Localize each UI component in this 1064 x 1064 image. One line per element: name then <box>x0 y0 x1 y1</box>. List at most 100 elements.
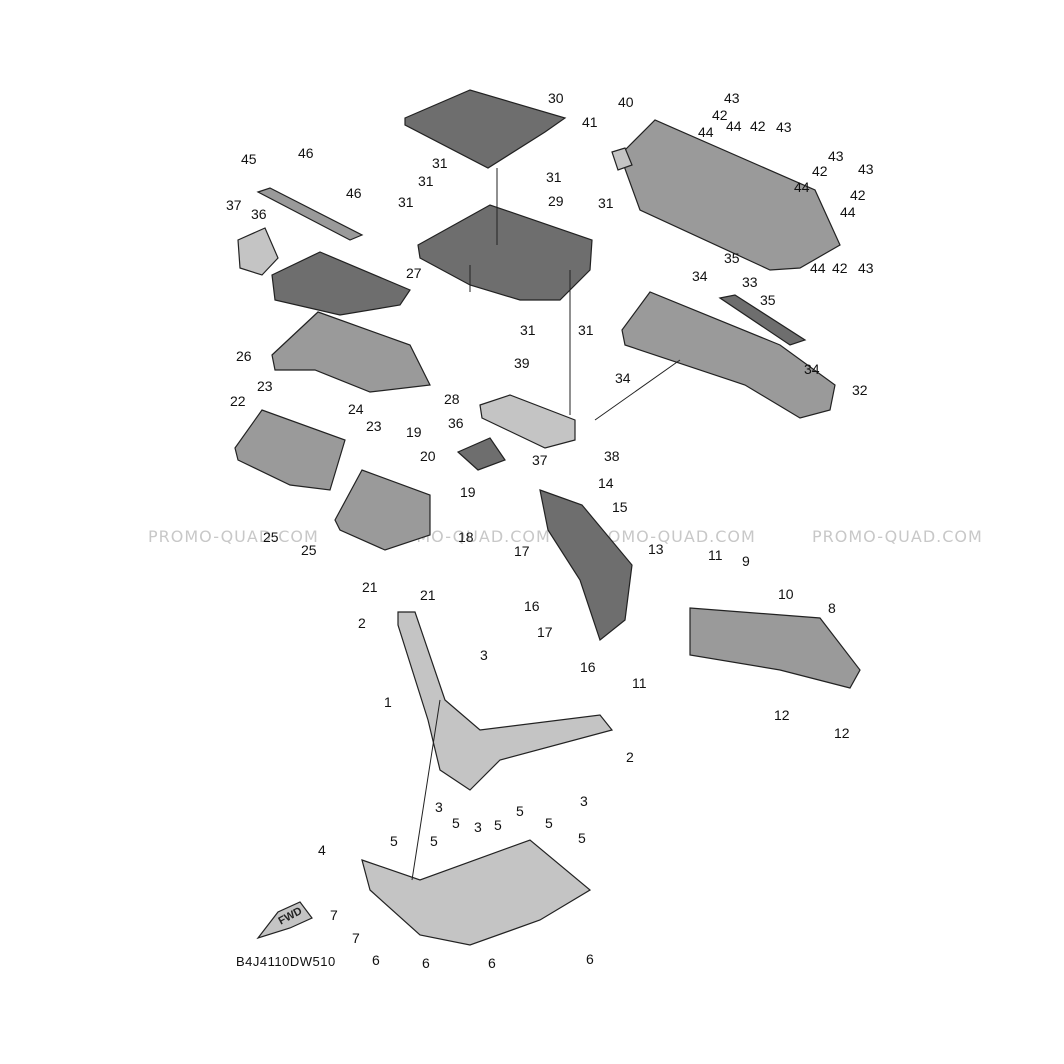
callout-7a: 7 <box>330 907 338 923</box>
part-27-panel <box>271 251 411 316</box>
callout-31c: 31 <box>398 194 414 210</box>
callout-16b: 16 <box>580 659 596 675</box>
callout-31g: 31 <box>578 322 594 338</box>
callout-44b: 44 <box>726 118 742 134</box>
callout-38: 38 <box>604 448 620 464</box>
callout-20: 20 <box>420 448 436 464</box>
fwd-arrow-icon: FWD <box>256 901 313 940</box>
callout-42d: 42 <box>850 187 866 203</box>
leader-1-4 <box>411 699 441 881</box>
callout-42c: 42 <box>812 163 828 179</box>
callout-31f: 31 <box>520 322 536 338</box>
part-41-strip <box>611 147 633 171</box>
callout-35b: 35 <box>760 292 776 308</box>
callout-17a: 17 <box>514 543 530 559</box>
callout-45: 45 <box>241 151 257 167</box>
callout-10: 10 <box>778 586 794 602</box>
callout-22: 22 <box>230 393 246 409</box>
callout-6d: 6 <box>586 951 594 967</box>
callout-layer: 1 2 2 3 3 3 3 4 5 5 5 5 5 5 5 6 6 6 6 7 … <box>226 90 874 971</box>
callout-5c: 5 <box>452 815 460 831</box>
callout-43c: 43 <box>828 148 844 164</box>
callout-5g: 5 <box>578 830 586 846</box>
watermark-3: PROMO-QUAD.COM <box>585 527 756 546</box>
callout-30: 30 <box>548 90 564 106</box>
callout-43d: 43 <box>858 161 874 177</box>
callout-36a: 36 <box>251 206 267 222</box>
callout-21b: 21 <box>420 587 436 603</box>
callout-46a: 46 <box>298 145 314 161</box>
callout-44e: 44 <box>810 260 826 276</box>
callout-35a: 35 <box>724 250 740 266</box>
callout-7b: 7 <box>352 930 360 946</box>
part-40-shroud <box>619 119 841 271</box>
part-22-tray <box>234 409 346 491</box>
callout-21a: 21 <box>362 579 378 595</box>
callout-37a: 37 <box>226 197 242 213</box>
callout-6b: 6 <box>422 955 430 971</box>
callout-5b: 5 <box>430 833 438 849</box>
callout-11b: 11 <box>632 675 647 691</box>
leader-32 <box>594 359 681 421</box>
callout-23b: 23 <box>366 418 382 434</box>
watermark-4: PROMO-QUAD.COM <box>812 527 983 546</box>
callout-31a: 31 <box>432 155 448 171</box>
callout-13: 13 <box>648 541 664 557</box>
callout-5d: 5 <box>494 817 502 833</box>
callout-5e: 5 <box>516 803 524 819</box>
callout-27: 27 <box>406 265 422 281</box>
callout-36b: 36 <box>448 415 464 431</box>
callout-15: 15 <box>612 499 628 515</box>
part-4-skid <box>361 839 592 946</box>
callout-6a: 6 <box>372 952 380 968</box>
callout-44c: 44 <box>794 179 810 195</box>
watermark-1: PROMO-QUAD.COM <box>148 527 319 546</box>
callout-3c: 3 <box>474 819 482 835</box>
callout-14: 14 <box>598 475 614 491</box>
callout-3d: 3 <box>580 793 588 809</box>
callout-25a: 25 <box>263 529 279 545</box>
callout-43b: 43 <box>776 119 792 135</box>
part-45-bar <box>256 187 364 241</box>
callout-4: 4 <box>318 842 326 858</box>
callout-25b: 25 <box>301 542 317 558</box>
callout-5a: 5 <box>390 833 398 849</box>
callout-19b: 19 <box>460 484 476 500</box>
callout-42a: 42 <box>712 107 728 123</box>
callout-3b: 3 <box>435 799 443 815</box>
part-29-cover <box>417 204 593 301</box>
callout-33: 33 <box>742 274 758 290</box>
callout-40: 40 <box>618 94 634 110</box>
part-26-housing <box>271 311 431 393</box>
callout-41: 41 <box>582 114 598 130</box>
callout-34c: 34 <box>804 361 820 377</box>
callout-19a: 19 <box>406 424 422 440</box>
callout-6c: 6 <box>488 955 496 971</box>
callout-42b: 42 <box>750 118 766 134</box>
part-1-frame <box>397 611 614 791</box>
callout-37b: 37 <box>532 452 548 468</box>
callout-11a: 11 <box>708 547 723 563</box>
callout-46b: 46 <box>346 185 362 201</box>
callout-8: 8 <box>828 600 836 616</box>
callout-34a: 34 <box>692 268 708 284</box>
part-18-tray <box>334 469 431 551</box>
callout-42e: 42 <box>832 260 848 276</box>
callout-12b: 12 <box>834 725 850 741</box>
part-8-panel <box>689 607 861 689</box>
callout-44d: 44 <box>840 204 856 220</box>
callout-31b: 31 <box>418 173 434 189</box>
callout-17b: 17 <box>537 624 553 640</box>
callout-34b: 34 <box>615 370 631 386</box>
drawing-code: B4J4110DW510 <box>236 954 336 969</box>
callout-5f: 5 <box>545 815 553 831</box>
part-36-deflector <box>456 437 506 471</box>
callout-24: 24 <box>348 401 364 417</box>
callout-12a: 12 <box>774 707 790 723</box>
callout-28: 28 <box>444 391 460 407</box>
callout-44a: 44 <box>698 124 714 140</box>
callout-29: 29 <box>548 193 564 209</box>
callout-1: 1 <box>384 694 392 710</box>
callout-39: 39 <box>514 355 530 371</box>
